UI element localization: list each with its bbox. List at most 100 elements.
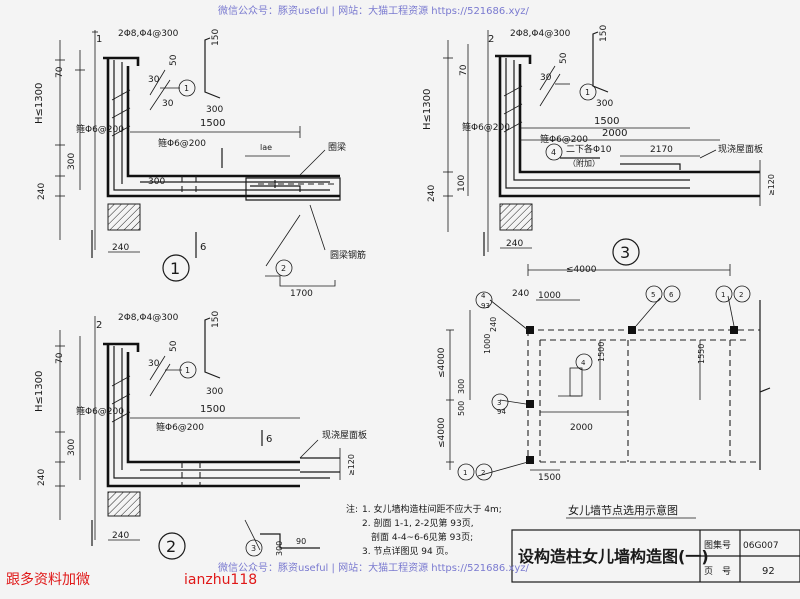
d3-dim-240b: 240 (506, 239, 523, 249)
watermark-top: 微信公众号：豚资useful | 网站：大猫工程资源 https://52168… (218, 4, 530, 17)
d3-dim-150: 150 (599, 25, 609, 42)
d2-circ-3: 3 (251, 544, 256, 553)
d2-dim-1500: 1500 (200, 404, 225, 415)
plan-circ-1b: 1 (463, 469, 467, 477)
notes-line-4: 3. 节点详图见 94 页。 (362, 545, 454, 557)
d2-dim-70: 70 (55, 352, 65, 364)
detail-3 (443, 30, 761, 266)
d1-rebar-top: 2Φ8,Φ4@300 (118, 29, 179, 39)
plan-caption: 女儿墙节点选用示意图 (568, 503, 678, 517)
d2-cast-roof: 现浇屋面板 (322, 429, 367, 441)
d3-dim-70: 70 (459, 64, 469, 76)
notes-label: 注: (346, 503, 358, 515)
d2-dim-30: 30 (148, 359, 160, 369)
title-text: 设构造柱女儿墙构造图(一) (518, 547, 709, 566)
plan-circ-2: 2 (739, 291, 743, 299)
d2-dim-300b: 300 (206, 387, 223, 397)
d3-dim-240: 240 (427, 185, 437, 202)
detail-2 (55, 316, 341, 560)
plan-dim-2000: 2000 (570, 423, 593, 433)
d3-stirrup: 箍Φ6@200 (462, 121, 510, 133)
plan-circ-2b: 2 (481, 469, 485, 477)
d2-dim-240: 240 (37, 469, 47, 486)
d2-h-label: H≤1300 (34, 371, 45, 412)
d3-dim-30: 30 (540, 73, 552, 83)
plan-circ-3: 3 (497, 399, 501, 407)
d2-rebar-top: 2Φ8,Φ4@300 (118, 313, 179, 323)
plan-dim-240v: 240 (489, 317, 498, 332)
page-label: 页 号 (704, 566, 731, 577)
plan-page-94: 94 (497, 408, 506, 416)
d3-rebar-top: 2Φ8,Φ4@300 (510, 29, 571, 39)
d3-cast-roof: 现浇屋面板 (718, 143, 763, 155)
d2-circ-1: 1 (185, 366, 190, 375)
d2-number: 2 (166, 537, 176, 556)
footer-id-text: ianzhu118 (184, 572, 257, 588)
notes-line-1: 1. 女儿墙构造柱间距不应大于 4m; (362, 503, 502, 515)
d3-sec-2: 2 (488, 34, 494, 45)
d1-rebar-mid: 箍Φ6@200 (158, 137, 206, 149)
d1-dim-150: 150 (211, 29, 221, 46)
plan-page-93: 93 (481, 302, 490, 310)
plan-dim-300: 300 (457, 379, 466, 394)
d2-dim-300c: 300 (275, 541, 284, 556)
d3-bottom-note: （附加） (568, 158, 600, 168)
atlas-label: 图集号 (704, 539, 731, 551)
d2-sec-6: 6 (266, 434, 272, 445)
d1-dim-1500: 1500 (200, 118, 225, 129)
detail-3-labels: 2Φ8,Φ4@300 70 H≤1300 100 240 50 30 150 3… (422, 25, 776, 262)
d3-rebar-mid: 箍Φ6@200 (540, 133, 588, 145)
d1-dim-50: 50 (169, 54, 179, 66)
notes-line-3: 剖面 4-4~6-6见第 93页; (362, 531, 473, 543)
d3-number: 3 (620, 243, 630, 262)
plan-dim-4000-left: ≤4000 (437, 347, 447, 378)
plan-dim-4000-top: ≤4000 (566, 265, 597, 275)
detail-1-labels: 2Φ8,Φ4@300 70 H≤1300 300 240 50 30 150 3… (34, 29, 366, 299)
plan-dim-240: 240 (512, 289, 529, 299)
d2-dim-50: 50 (169, 340, 179, 352)
d1-stirrup: 箍Φ6@200 (76, 123, 124, 135)
atlas-number: 06G007 (743, 541, 779, 551)
d1-h-label: H≤1300 (34, 83, 45, 124)
d1-sec-1: 1 (96, 34, 102, 45)
plan-circ-6: 6 (669, 291, 674, 299)
d3-dim-100: 100 (457, 175, 467, 192)
plan-dim-1500: 1500 (538, 473, 561, 483)
d1-hook-30: 30 (162, 99, 174, 109)
page-number: 92 (762, 566, 775, 577)
plan-dim-4000-left2: ≤4000 (437, 417, 447, 448)
d2-rebar-mid: 箍Φ6@200 (156, 421, 204, 433)
d1-dim-300b: 300 (206, 105, 223, 115)
d2-dim-150: 150 (211, 311, 221, 328)
d2-stirrup: 箍Φ6@200 (76, 405, 124, 417)
watermark-bottom: 微信公众号：豚资useful | 网站：大猫工程资源 https://52168… (218, 561, 530, 574)
d3-dim-120: ≥120 (767, 174, 776, 196)
d3-dim-300b: 300 (596, 99, 613, 109)
d3-dim-2170: 2170 (650, 145, 673, 155)
parapet-plan (446, 264, 771, 481)
d1-dim-240b: 240 (112, 243, 129, 253)
d3-dim-2000: 2000 (602, 128, 627, 139)
d1-roof-board: 圆梁钢筋 (330, 249, 366, 261)
d1-dim-300c: 300 (148, 177, 165, 187)
d3-circ-4: 4 (551, 148, 556, 157)
d1-dim-70: 70 (55, 66, 65, 78)
parapet-plan-labels: ≤4000 240 1000 1000 240 1500 1550 ≤4000 … (437, 265, 743, 517)
d2-dim-90: 90 (296, 537, 306, 546)
plan-dim-1500v: 1500 (597, 342, 606, 362)
plan-dim-1000v: 1000 (483, 334, 492, 354)
d1-dim-30: 30 (148, 75, 160, 85)
plan-circ-5: 5 (651, 291, 655, 299)
d2-dim-300: 300 (67, 439, 77, 456)
notes-line-2: 2. 剖面 1-1, 2-2见第 93页, (362, 517, 474, 529)
d1-dim-240: 240 (37, 183, 47, 200)
d3-dim-50: 50 (559, 52, 569, 64)
detail-1 (55, 30, 341, 287)
d1-lae: lae (260, 143, 272, 152)
plan-dim-1550v: 1550 (697, 344, 706, 364)
d1-sec-6: 6 (200, 242, 206, 253)
d2-sec-2: 2 (96, 320, 102, 331)
d1-circ-1: 1 (184, 84, 189, 93)
d1-ring-beam: 圈梁 (328, 141, 346, 153)
d1-dim-1700: 1700 (290, 289, 313, 299)
